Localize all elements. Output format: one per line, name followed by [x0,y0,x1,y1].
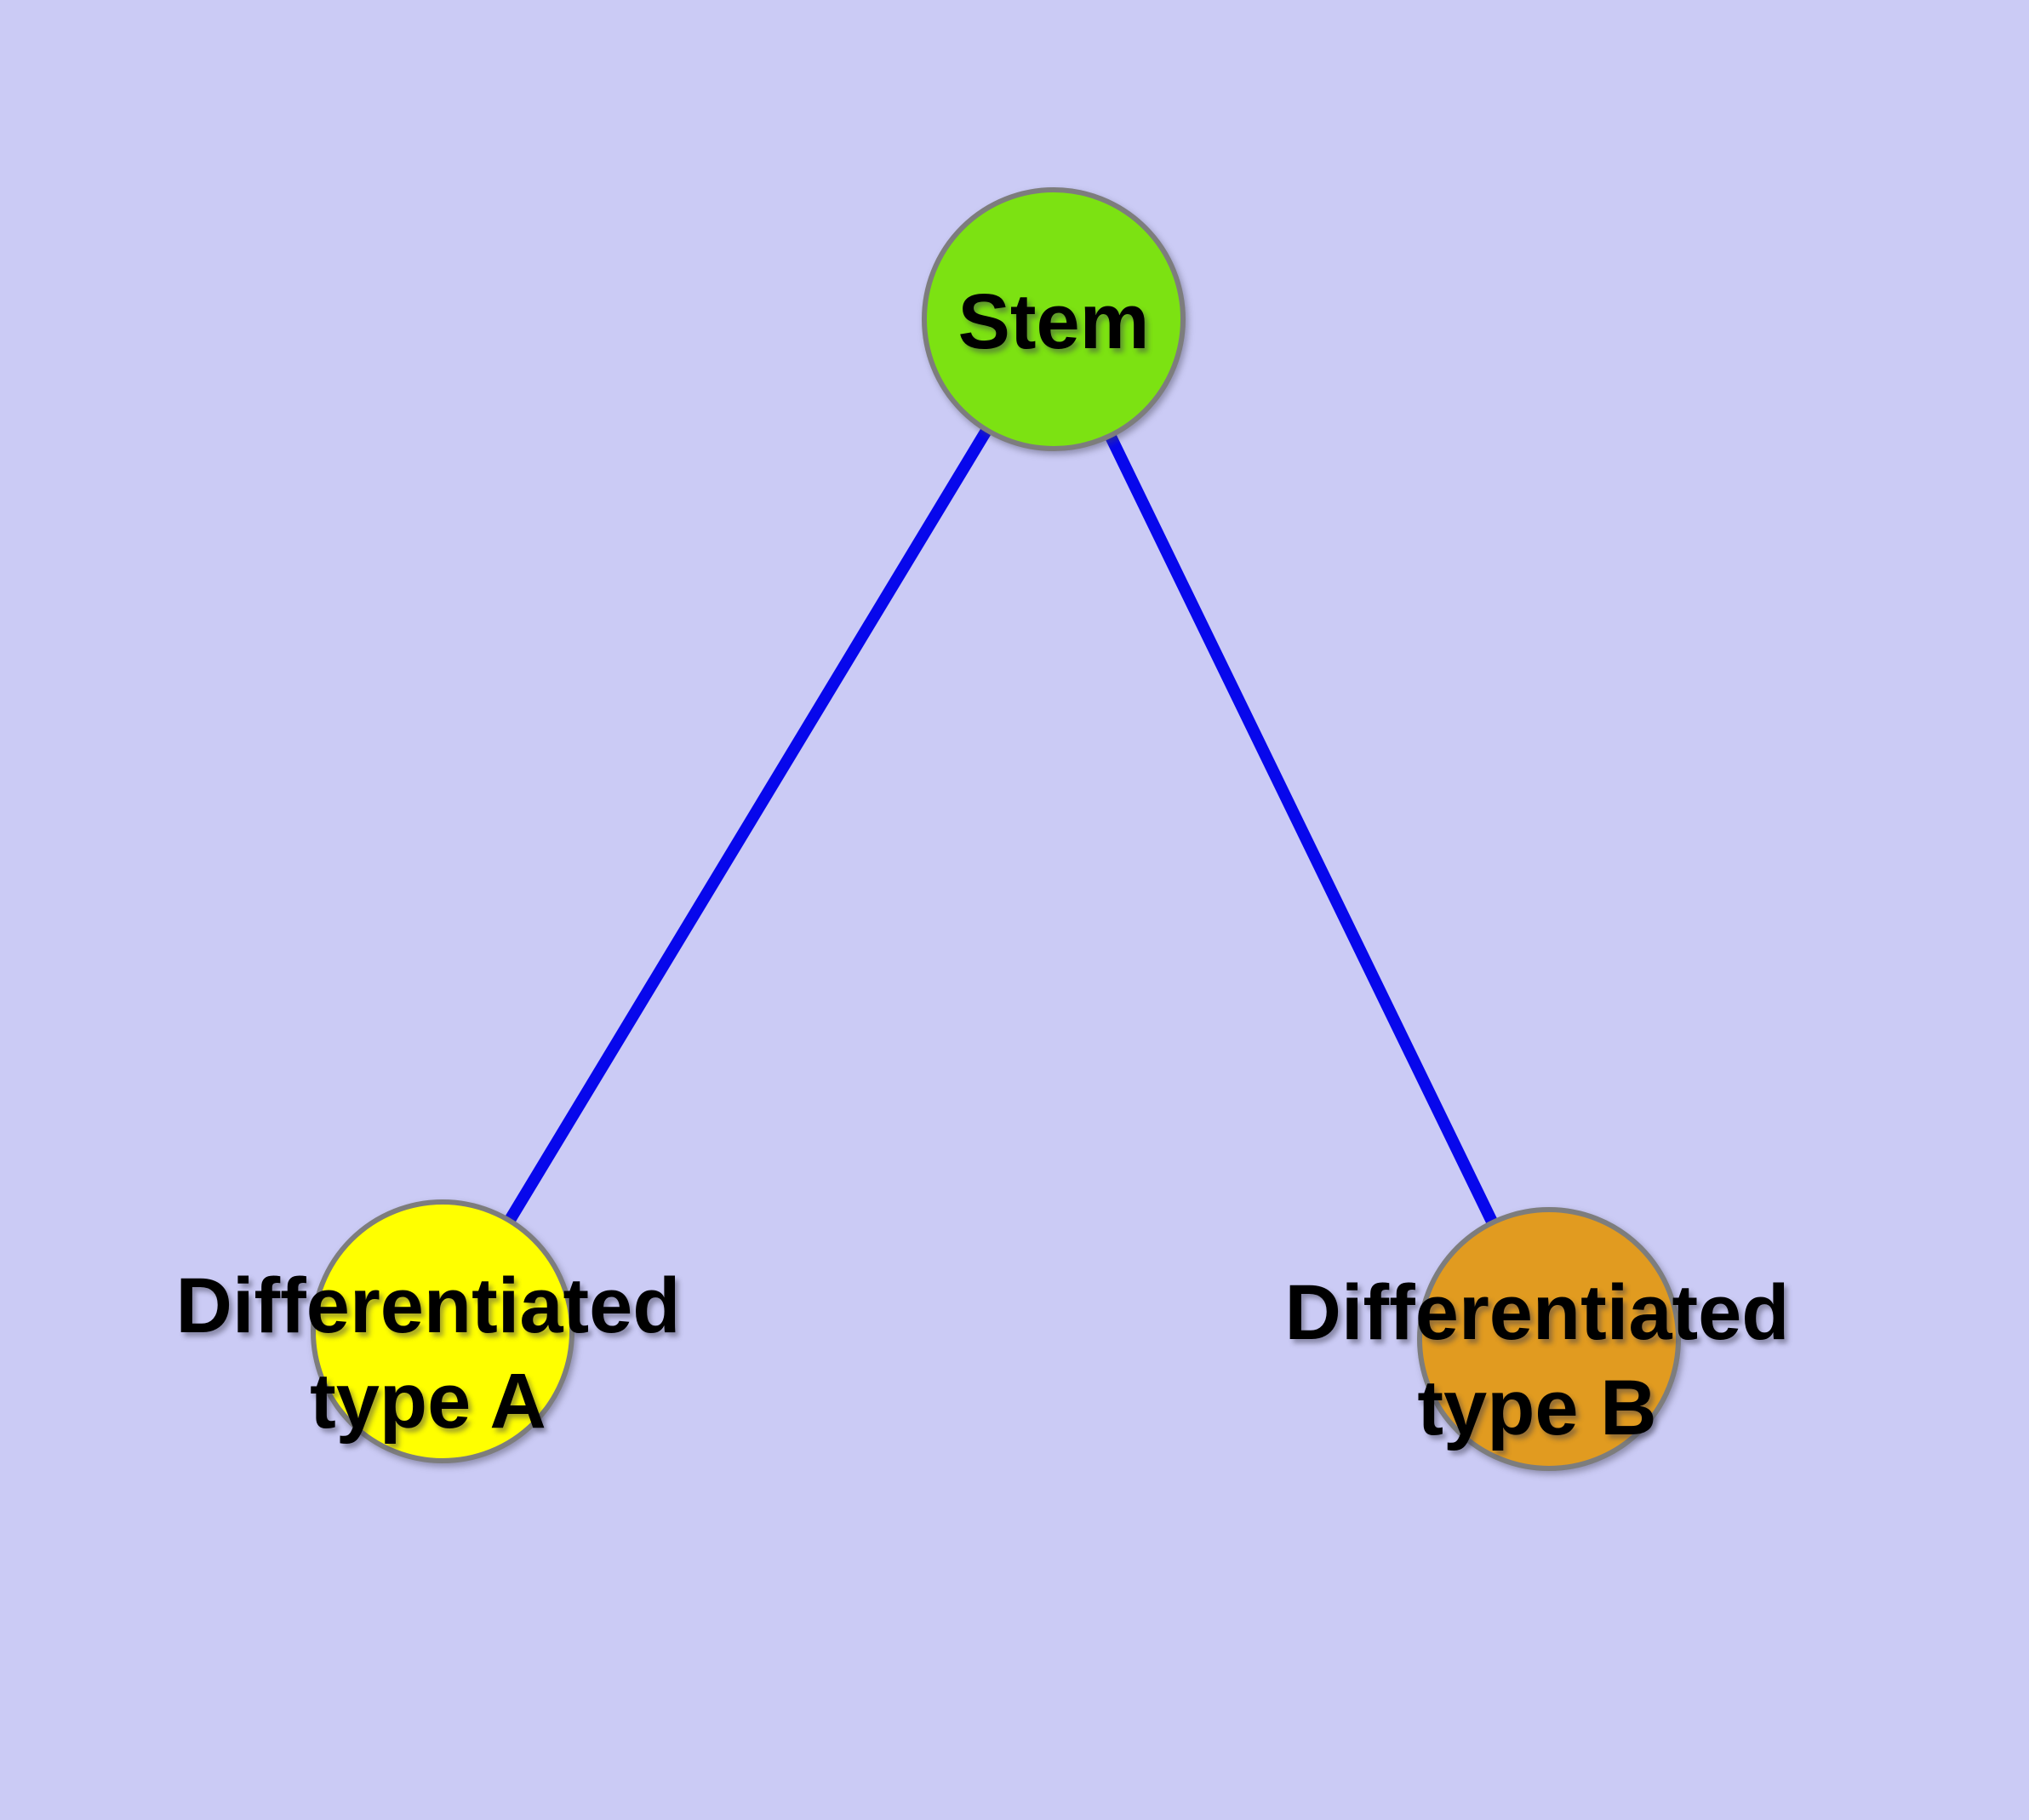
node-differentiated-type-a[interactable] [311,1199,574,1463]
node-differentiated-type-b[interactable] [1417,1207,1681,1471]
edge-stem-to-type-a [437,316,1059,1335]
edge-stem-to-type-b [1048,316,1555,1342]
node-stem[interactable] [922,187,1186,451]
